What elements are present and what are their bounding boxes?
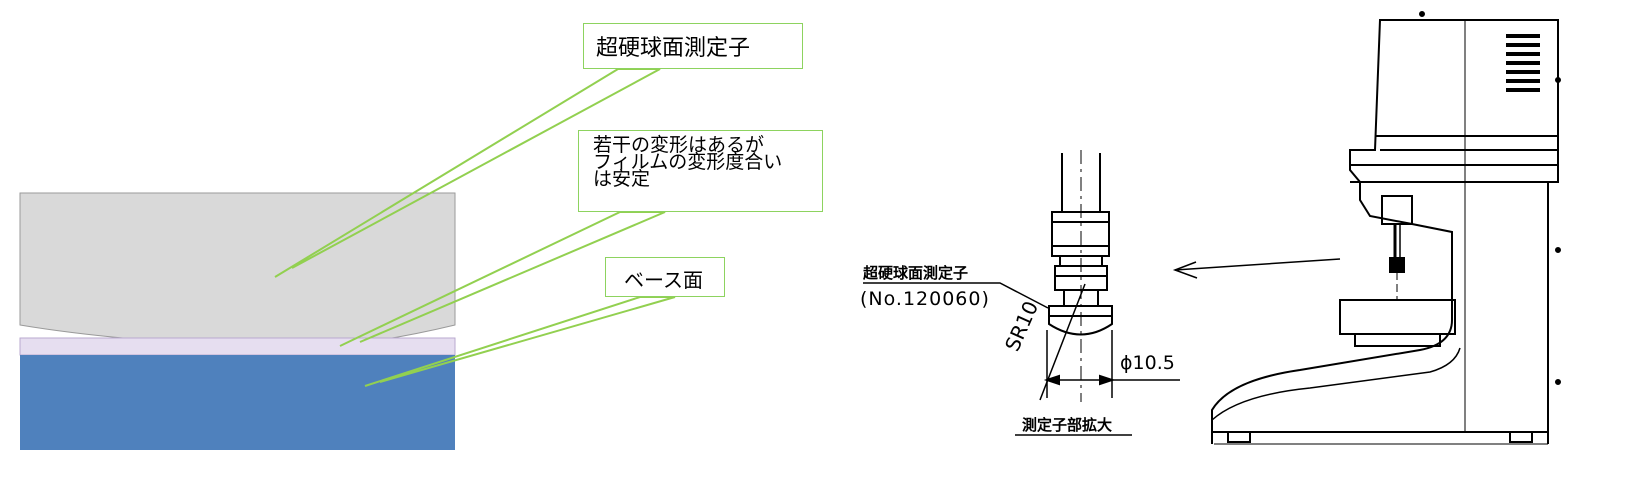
- callout-carbide-probe: 超硬球面測定子: [583, 23, 803, 69]
- probe-detail-drawing: [863, 150, 1180, 436]
- probe-label-leader: [863, 282, 1049, 309]
- callout-line-2: フィルムの変形度合い: [593, 151, 783, 173]
- machine-body: [1211, 19, 1559, 433]
- anvil-table: [1339, 299, 1456, 335]
- callout-film-deformation: 若干の変形はあるが フィルムの変形度合い は安定: [578, 130, 823, 212]
- tester-machine: [1211, 11, 1561, 445]
- diameter-label: ϕ10.5: [1120, 352, 1175, 374]
- probe-name-label: 超硬球面測定子: [863, 264, 969, 282]
- direction-arrow: [1172, 258, 1341, 279]
- callout-leader-lines: [274, 68, 676, 387]
- machine-probe-holder: [1381, 195, 1413, 225]
- radius-line: [1039, 283, 1086, 401]
- base-leader: [364, 296, 676, 387]
- base-surface: [20, 355, 455, 450]
- callout-base-surface: ベース面: [605, 257, 725, 297]
- callout-line-3: は安定: [593, 168, 651, 190]
- cross-section-schematic: [19, 68, 676, 450]
- film-layer: [19, 337, 456, 356]
- probe-leader: [274, 68, 661, 278]
- callout-line-1: 若干の変形はあるが: [593, 134, 765, 156]
- probe-tip: [1048, 305, 1113, 336]
- anvil-base: [1354, 333, 1441, 347]
- deform-leader: [339, 211, 666, 347]
- enlarged-view-caption: 測定子部拡大: [1022, 416, 1113, 434]
- part-number-label: (No.120060): [860, 288, 990, 310]
- vent-grille: [1506, 34, 1540, 92]
